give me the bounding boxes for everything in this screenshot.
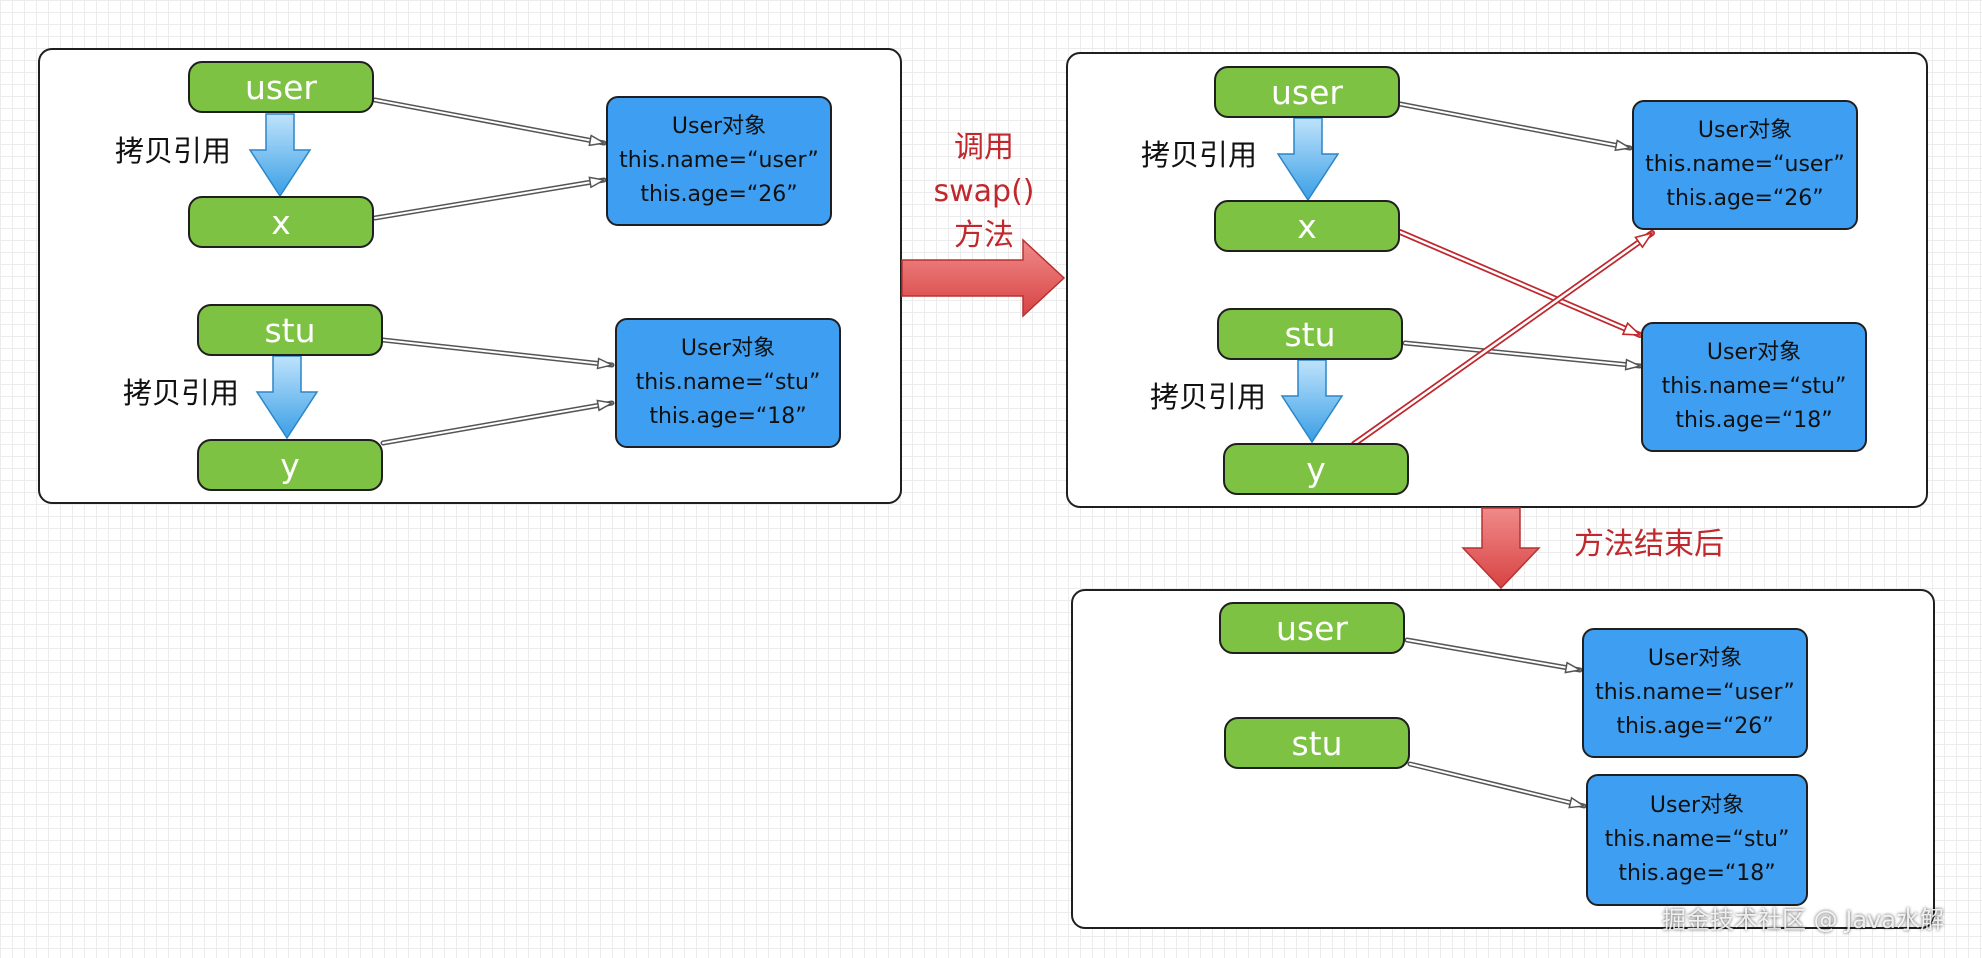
copy-reference-label: 拷贝引用 <box>123 376 240 410</box>
down-arrow-icon <box>1280 359 1344 444</box>
object-name-field: this.name=“user” <box>619 148 819 173</box>
after-method-label: 方法结束后 <box>1574 527 1724 562</box>
down-arrow-icon <box>255 355 319 440</box>
right-arrow-icon <box>901 238 1066 318</box>
stu-object-box: User对象 this.name=“stu” this.age=“18” <box>1586 774 1808 906</box>
variable-stu: stu <box>1224 717 1410 769</box>
object-age-field: this.age=“18” <box>649 404 807 429</box>
swap-call-line: 方法 <box>954 218 1014 253</box>
down-arrow-icon <box>1276 117 1340 202</box>
user-object-box: User对象 this.name=“user” this.age=“26” <box>606 96 832 226</box>
variable-user: user <box>188 61 374 113</box>
ref-arrow-left-user <box>372 97 607 143</box>
ref-arrow-left-stu <box>380 337 615 365</box>
object-title: User对象 <box>671 114 767 139</box>
ref-arrow-bottom-stu <box>1407 761 1587 809</box>
variable-user: user <box>1219 602 1405 654</box>
swap-call-label: 调用 swap() 方法 <box>928 126 1040 258</box>
swap-call-line: swap() <box>933 174 1035 209</box>
object-name-field: this.name=“stu” <box>1661 374 1847 399</box>
stu-object-box: User对象 this.name=“stu” this.age=“18” <box>615 318 841 448</box>
object-name-field: this.name=“user” <box>1595 680 1795 705</box>
object-title: User对象 <box>680 336 776 361</box>
copy-reference-label: 拷贝引用 <box>115 134 232 168</box>
ref-arrow-middle-stu <box>1402 340 1643 366</box>
user-object-box: User对象 this.name=“user” this.age=“26” <box>1632 100 1858 230</box>
variable-y: y <box>197 439 383 491</box>
object-title: User对象 <box>1697 118 1793 143</box>
ref-arrow-left-x <box>372 180 607 221</box>
object-age-field: this.age=“26” <box>1666 186 1824 211</box>
variable-stu: stu <box>1217 308 1403 360</box>
copy-reference-label: 拷贝引用 <box>1141 138 1258 172</box>
variable-x: x <box>1214 200 1400 252</box>
watermark: 掘金技术社区 @ Java水解 <box>1662 906 1944 934</box>
variable-stu: stu <box>197 304 383 356</box>
object-age-field: this.age=“18” <box>1675 408 1833 433</box>
variable-user: user <box>1214 66 1400 118</box>
variable-x: x <box>188 196 374 248</box>
object-title: User对象 <box>1647 646 1743 671</box>
down-arrow-icon <box>248 113 312 198</box>
swap-arrow-y-to-user <box>1351 230 1655 447</box>
swap-arrow-x-to-stu <box>1397 229 1643 338</box>
object-age-field: this.age=“26” <box>1616 714 1774 739</box>
copy-reference-label: 拷贝引用 <box>1150 380 1267 414</box>
object-age-field: this.age=“26” <box>640 182 798 207</box>
user-object-box: User对象 this.name=“user” this.age=“26” <box>1582 628 1808 758</box>
ref-arrow-left-y <box>380 403 615 446</box>
object-name-field: this.name=“stu” <box>1604 827 1790 852</box>
object-title: User对象 <box>1706 340 1802 365</box>
stu-object-box: User对象 this.name=“stu” this.age=“18” <box>1641 322 1867 452</box>
variable-y: y <box>1223 443 1409 495</box>
ref-arrow-middle-user <box>1397 101 1633 148</box>
swap-call-line: 调用 <box>954 130 1014 165</box>
object-name-field: this.name=“user” <box>1645 152 1845 177</box>
ref-arrow-bottom-user <box>1404 637 1583 670</box>
object-age-field: this.age=“18” <box>1618 861 1776 886</box>
object-title: User对象 <box>1649 793 1745 818</box>
down-arrow-icon <box>1461 507 1541 590</box>
object-name-field: this.name=“stu” <box>635 370 821 395</box>
